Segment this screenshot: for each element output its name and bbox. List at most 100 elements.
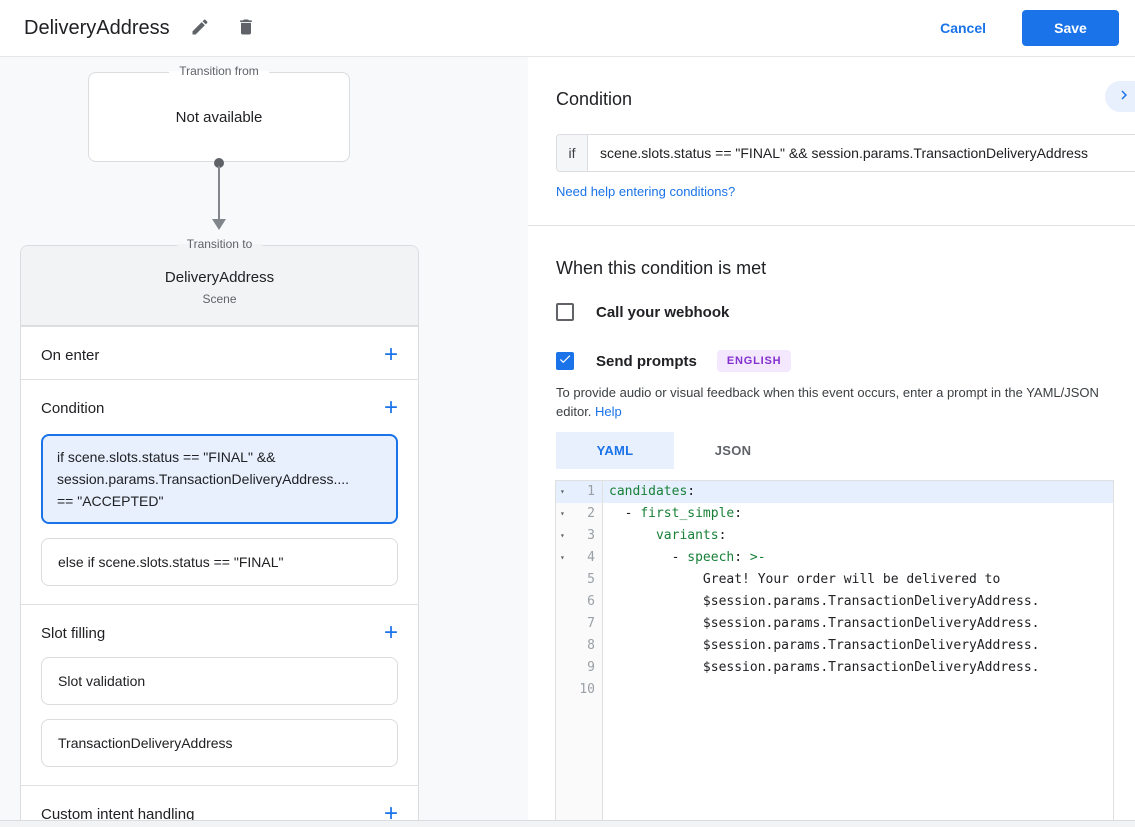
gutter-line: ▾4 bbox=[556, 547, 602, 569]
page-title: DeliveryAddress bbox=[24, 16, 170, 39]
fold-arrow-icon[interactable]: ▾ bbox=[560, 553, 565, 562]
tab-yaml[interactable]: YAML bbox=[556, 432, 674, 469]
condition-line: == "ACCEPTED" bbox=[57, 493, 164, 509]
condition-editor-pane: Condition if Need help entering conditio… bbox=[528, 57, 1135, 820]
code-line[interactable]: - speech: >- bbox=[609, 550, 766, 565]
code-line[interactable]: $session.params.TransactionDeliveryAddre… bbox=[609, 638, 1040, 653]
webhook-label: Call your webhook bbox=[596, 303, 730, 321]
code-line[interactable]: - first_simple: bbox=[609, 506, 743, 521]
slot-validation-card[interactable]: Slot validation bbox=[41, 657, 398, 705]
scene-flow-pane: Transition from Not available Transition… bbox=[0, 57, 528, 820]
when-met-heading: When this condition is met bbox=[556, 258, 767, 278]
main-content: Transition from Not available Transition… bbox=[0, 57, 1135, 820]
gutter-line: ▾1 bbox=[556, 481, 602, 503]
transition-from-box: Transition from Not available bbox=[88, 64, 350, 162]
gutter-line: 6 bbox=[556, 591, 602, 613]
line-number: 4 bbox=[587, 550, 595, 565]
add-custom-intent-button[interactable]: + bbox=[384, 802, 398, 821]
condition-help-link[interactable]: Need help entering conditions? bbox=[556, 184, 736, 199]
code-line[interactable]: variants: bbox=[655, 528, 727, 543]
line-number: 1 bbox=[587, 484, 595, 499]
save-button[interactable]: Save bbox=[1022, 10, 1119, 46]
scene-card-header: Transition to DeliveryAddress Scene bbox=[21, 237, 418, 326]
pencil-icon bbox=[190, 17, 210, 40]
on-enter-label: On enter bbox=[41, 346, 100, 364]
line-number: 8 bbox=[587, 638, 595, 653]
condition-card-selected[interactable]: if scene.slots.status == "FINAL" && sess… bbox=[41, 434, 398, 524]
gutter-line: 9 bbox=[556, 657, 602, 679]
edit-scene-button[interactable] bbox=[184, 11, 216, 46]
condition-line: session.params.TransactionDeliveryAddres… bbox=[57, 471, 350, 487]
delete-scene-button[interactable] bbox=[230, 11, 262, 46]
plus-icon: + bbox=[383, 619, 398, 646]
condition-label: Condition bbox=[41, 399, 105, 417]
fold-arrow-icon[interactable]: ▾ bbox=[560, 487, 565, 496]
bottom-scroll-strip[interactable] bbox=[0, 820, 1135, 827]
transition-from-value: Not available bbox=[175, 108, 263, 126]
description-text: To provide audio or visual feedback when… bbox=[556, 385, 1099, 419]
line-number: 9 bbox=[587, 660, 595, 675]
code-line[interactable]: $session.params.TransactionDeliveryAddre… bbox=[609, 616, 1040, 631]
slot-card[interactable]: TransactionDeliveryAddress bbox=[41, 719, 398, 767]
send-prompts-label: Send prompts bbox=[596, 352, 697, 370]
condition-line: if scene.slots.status == "FINAL" && bbox=[57, 449, 276, 465]
code-line[interactable]: $session.params.TransactionDeliveryAddre… bbox=[609, 660, 1040, 675]
gutter-line: 10 bbox=[556, 679, 602, 701]
line-number: 3 bbox=[587, 528, 595, 543]
plus-icon: + bbox=[383, 341, 398, 368]
custom-intent-label: Custom intent handling bbox=[41, 805, 195, 821]
code-line[interactable]: candidates: bbox=[603, 481, 1113, 503]
trash-icon bbox=[236, 17, 256, 40]
cancel-button[interactable]: Cancel bbox=[940, 20, 986, 36]
gutter-line: 7 bbox=[556, 613, 602, 635]
connector-arrow-icon bbox=[212, 219, 226, 230]
condition-expression-row: if bbox=[556, 134, 1135, 172]
if-prefix-label: if bbox=[557, 135, 588, 171]
gutter-line: 5 bbox=[556, 569, 602, 591]
language-badge: ENGLISH bbox=[716, 350, 792, 372]
help-link[interactable]: Help bbox=[595, 404, 622, 419]
code-line[interactable]: $session.params.TransactionDeliveryAddre… bbox=[609, 594, 1040, 609]
code-line[interactable] bbox=[603, 679, 1113, 701]
gutter-line: ▾2 bbox=[556, 503, 602, 525]
fold-arrow-icon[interactable]: ▾ bbox=[560, 531, 565, 540]
line-number: 5 bbox=[587, 572, 595, 587]
gutter-line: 8 bbox=[556, 635, 602, 657]
add-condition-button[interactable]: + bbox=[384, 396, 398, 420]
collapse-panel-button[interactable] bbox=[1105, 81, 1135, 112]
chevron-right-icon bbox=[1115, 86, 1133, 107]
section-slot-filling: Slot filling + Slot validation Transacti… bbox=[21, 604, 418, 785]
scene-subtitle: Scene bbox=[202, 292, 237, 306]
send-prompts-row: Send prompts ENGLISH bbox=[556, 350, 1135, 372]
connector-line bbox=[218, 166, 220, 220]
send-prompts-checkbox[interactable] bbox=[556, 352, 574, 370]
editor-tabs: YAML JSON bbox=[556, 432, 1135, 469]
plus-icon: + bbox=[383, 394, 398, 421]
condition-card-else[interactable]: else if scene.slots.status == "FINAL" bbox=[41, 538, 398, 586]
fold-arrow-icon[interactable]: ▾ bbox=[560, 509, 565, 518]
app-header: DeliveryAddress Cancel Save bbox=[0, 0, 1135, 57]
line-number: 2 bbox=[587, 506, 595, 521]
add-slot-button[interactable]: + bbox=[384, 621, 398, 645]
section-condition: Condition + if scene.slots.status == "FI… bbox=[21, 379, 418, 604]
webhook-row: Call your webhook bbox=[556, 303, 1135, 321]
slot-filling-label: Slot filling bbox=[41, 624, 106, 642]
scene-name: DeliveryAddress bbox=[164, 269, 275, 286]
section-on-enter: On enter + bbox=[21, 326, 418, 379]
line-number: 10 bbox=[579, 682, 595, 697]
webhook-checkbox[interactable] bbox=[556, 303, 574, 321]
connector-dot bbox=[214, 158, 224, 168]
editor-code[interactable]: candidates: - first_simple: variants: - … bbox=[603, 481, 1113, 820]
panel-divider bbox=[528, 225, 1135, 226]
line-number: 7 bbox=[587, 616, 595, 631]
add-on-enter-button[interactable]: + bbox=[384, 343, 398, 367]
tab-json[interactable]: JSON bbox=[674, 432, 792, 469]
prompt-description: To provide audio or visual feedback when… bbox=[556, 383, 1112, 421]
plus-icon: + bbox=[383, 800, 398, 821]
condition-expression-input[interactable] bbox=[588, 135, 1135, 171]
transition-from-label: Transition from bbox=[169, 64, 269, 78]
code-line[interactable]: Great! Your order will be delivered to bbox=[609, 572, 1001, 587]
section-custom-intent: Custom intent handling + bbox=[21, 785, 418, 820]
